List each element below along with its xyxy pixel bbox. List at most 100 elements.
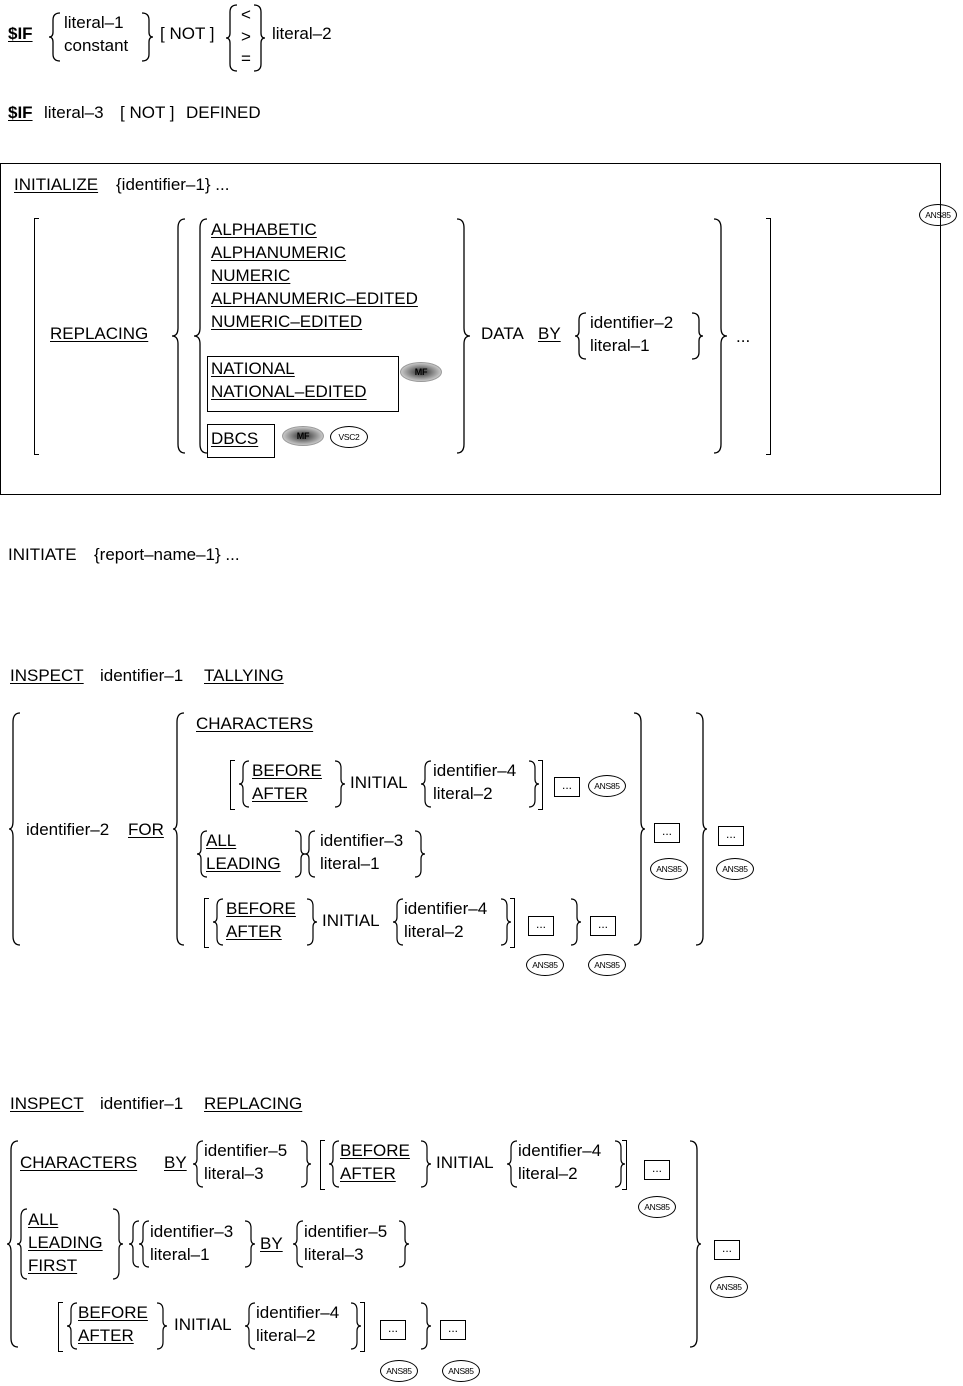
identifier-5: identifier–5 (204, 1141, 288, 1160)
if-option-constant: constant (64, 36, 129, 55)
ans85-badge: ANS85 (650, 858, 688, 880)
literal-3: literal–3 (204, 1164, 264, 1183)
identifier-3: identifier–3 (150, 1222, 234, 1241)
characters-keyword: CHARACTERS (20, 1153, 138, 1172)
if-keyword: $IF (8, 103, 33, 122)
ellipsis-box: ... (644, 1160, 670, 1180)
ellipsis-box: ... (654, 823, 680, 843)
literal-2: literal–2 (256, 1326, 316, 1345)
ellipsis-box: ... (528, 916, 554, 936)
right-brace-icon (456, 218, 471, 454)
left-brace-icon (66, 1302, 78, 1350)
inspect-identifier-1: identifier–1 (100, 666, 184, 685)
initialize-identifier: {identifier–1} ... (116, 175, 230, 194)
after-keyword: AFTER (78, 1326, 134, 1345)
left-brace-icon (16, 1208, 28, 1280)
left-brace-icon (238, 760, 250, 808)
left-brace-icon (196, 830, 208, 878)
ans85-badge: ANS85 (710, 1276, 748, 1298)
vsc2-badge: VSC2 (330, 426, 368, 448)
before-keyword: BEFORE (340, 1141, 410, 1160)
right-brace-icon (398, 1220, 410, 1268)
ellipsis-box: ... (440, 1320, 466, 1340)
ans85-badge: ANS85 (919, 204, 957, 226)
right-brace-icon (306, 898, 318, 946)
category-dbcs: DBCS (211, 429, 259, 448)
left-brace-icon (574, 312, 587, 360)
right-brace-icon (141, 12, 154, 62)
if-operator-equal: = (241, 49, 251, 68)
right-brace-icon (614, 1140, 626, 1188)
right-brace-icon (691, 312, 704, 360)
identifier-2: identifier–2 (26, 820, 110, 839)
left-brace-icon (212, 898, 224, 946)
all-keyword: ALL (28, 1210, 59, 1229)
right-brace-icon (300, 1140, 312, 1188)
ellipsis-box: ... (380, 1320, 406, 1340)
first-keyword: FIRST (28, 1256, 78, 1275)
category-national-edited: NATIONAL–EDITED (211, 382, 367, 401)
right-brace-icon (420, 1140, 432, 1188)
right-bracket (538, 760, 543, 810)
left-brace-icon (138, 1220, 150, 1268)
category-alphanumeric: ALPHANUMERIC (211, 243, 347, 262)
by-keyword: BY (538, 324, 561, 343)
right-brace-icon (414, 830, 426, 878)
before-keyword: BEFORE (78, 1303, 148, 1322)
all-keyword: ALL (206, 831, 237, 850)
right-brace-icon (500, 898, 512, 946)
initialize-keyword: INITIALIZE (14, 175, 99, 194)
left-brace-icon (292, 1220, 304, 1268)
if-option-literal: literal–1 (64, 13, 124, 32)
right-bracket (360, 1302, 365, 1352)
identifier-3: identifier–3 (320, 831, 404, 850)
ans85-badge: ANS85 (588, 775, 626, 797)
before-keyword: BEFORE (226, 899, 296, 918)
mf-badge: MF (282, 426, 324, 446)
literal-2: literal–2 (518, 1164, 578, 1183)
identifier-4: identifier–4 (433, 761, 517, 780)
right-brace-icon (112, 1208, 124, 1280)
right-bracket (510, 898, 515, 948)
after-keyword: AFTER (252, 784, 308, 803)
left-brace-icon (6, 1140, 19, 1348)
right-brace-icon (695, 712, 708, 946)
characters-keyword: CHARACTERS (196, 714, 314, 733)
ans85-badge: ANS85 (588, 954, 626, 976)
ans85-badge: ANS85 (638, 1196, 676, 1218)
left-brace-icon (172, 712, 185, 946)
left-bracket (34, 218, 39, 455)
initiate-keyword: INITIATE (8, 545, 77, 564)
identifier-2: identifier–2 (590, 313, 674, 332)
right-brace-icon (350, 1302, 362, 1350)
replacing-keyword: REPLACING (50, 324, 149, 343)
right-brace-icon (528, 760, 540, 808)
right-bracket (766, 218, 771, 455)
left-brace-icon (304, 830, 316, 878)
by-keyword: BY (260, 1234, 283, 1253)
right-brace-icon (633, 712, 646, 946)
ellipsis-box: ... (714, 1240, 740, 1260)
left-brace-icon (128, 1220, 140, 1268)
initial-keyword: INITIAL (174, 1315, 232, 1334)
ans85-badge: ANS85 (380, 1360, 418, 1382)
national-box (207, 356, 399, 412)
left-brace-icon (392, 898, 404, 946)
left-brace-icon (48, 12, 61, 62)
left-brace-icon (225, 4, 238, 72)
right-brace-icon (570, 898, 582, 946)
after-keyword: AFTER (226, 922, 282, 941)
repeat-ellipsis: ... (736, 327, 751, 346)
initial-keyword: INITIAL (350, 773, 408, 792)
left-brace-icon (8, 712, 21, 946)
literal-2: literal–2 (433, 784, 493, 803)
replacing-keyword: REPLACING (204, 1094, 303, 1113)
left-bracket (230, 760, 235, 810)
initial-keyword: INITIAL (322, 911, 380, 930)
identifier-5: identifier–5 (304, 1222, 388, 1241)
identifier-4: identifier–4 (404, 899, 488, 918)
ans85-badge: ANS85 (526, 954, 564, 976)
identifier-4: identifier–4 (256, 1303, 340, 1322)
left-brace-icon (171, 218, 186, 454)
identifier-4: identifier–4 (518, 1141, 602, 1160)
